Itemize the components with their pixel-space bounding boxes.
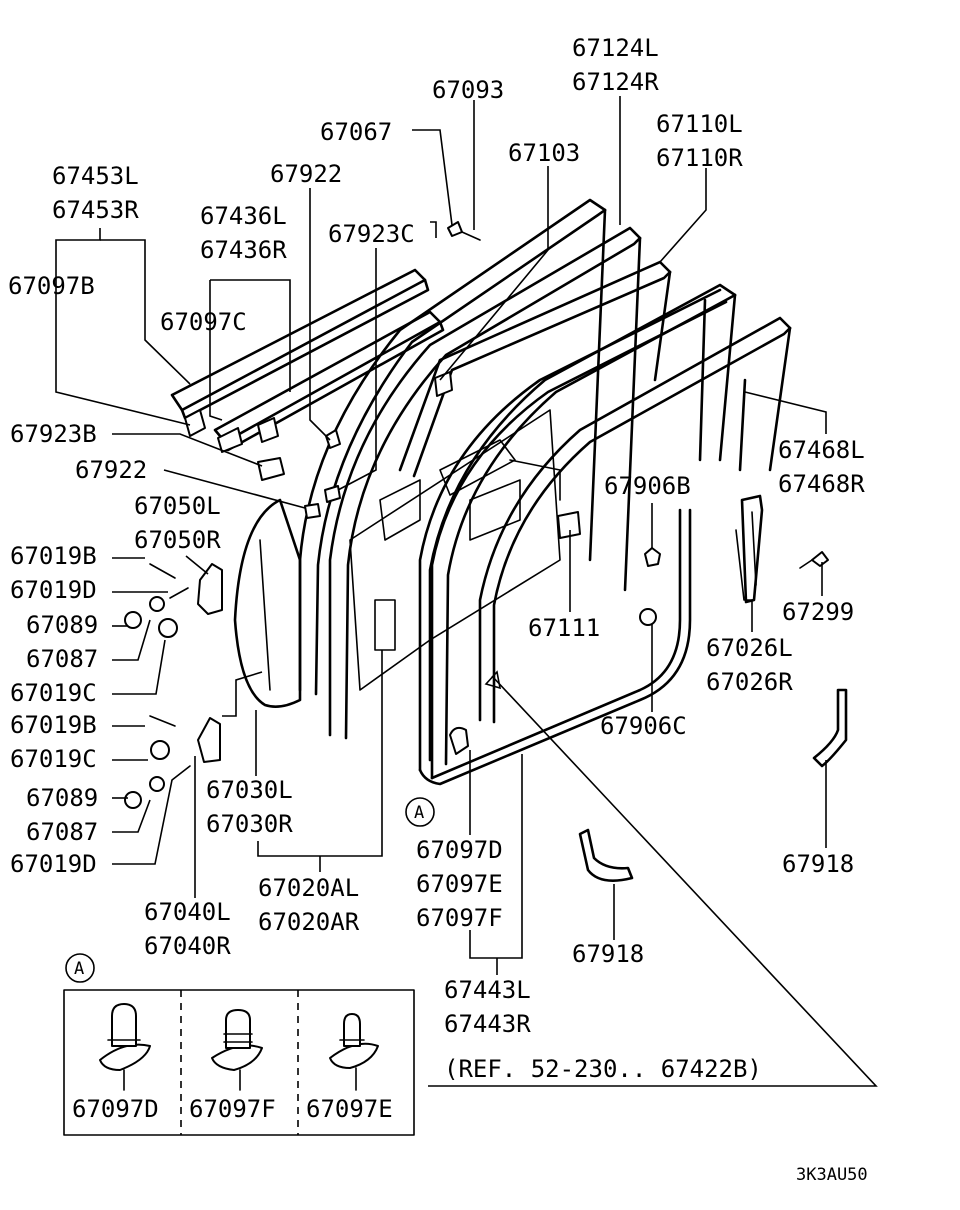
label-67906B: 67906B	[604, 472, 691, 500]
label-67019B-upper: 67019B	[10, 542, 97, 570]
inset-detail-a: A 67097D 67097F 67097E	[63, 953, 415, 1136]
label-67040L: 67040L	[144, 898, 231, 926]
label-67089-upper: 67089	[26, 611, 98, 639]
inset-label-67097E: 67097E	[306, 1095, 393, 1123]
label-67468L: 67468L	[778, 436, 865, 464]
label-67026L: 67026L	[706, 634, 793, 662]
label-67020AR: 67020AR	[258, 908, 360, 936]
label-67067: 67067	[320, 118, 392, 146]
door-assembly-drawing	[124, 198, 848, 882]
label-67906C: 67906C	[600, 712, 687, 740]
label-67124L: 67124L	[572, 34, 659, 62]
label-67918-right: 67918	[782, 850, 854, 878]
clip-67097E-drawing	[329, 1013, 379, 1091]
inset-marker-text: A	[74, 959, 84, 979]
reference-note: (REF. 52-230.. 67422B)	[444, 1055, 762, 1083]
label-67087-upper: 67087	[26, 645, 98, 673]
inset-box	[63, 989, 415, 1136]
label-67097F: 67097F	[416, 904, 503, 932]
label-67436R: 67436R	[200, 236, 287, 264]
label-67030R: 67030R	[206, 810, 293, 838]
label-67436L: 67436L	[200, 202, 287, 230]
small-clips	[257, 371, 581, 539]
label-67922-mid: 67922	[75, 456, 147, 484]
label-67124R: 67124R	[572, 68, 659, 96]
diagram-code: 3K3AU50	[796, 1165, 868, 1185]
inset-label-67097D: 67097D	[72, 1095, 159, 1123]
label-67922-top: 67922	[270, 160, 342, 188]
glass-run-strips	[170, 268, 445, 453]
window-regulator	[735, 494, 764, 604]
label-67468R: 67468R	[778, 470, 865, 498]
label-67453R: 67453R	[52, 196, 139, 224]
leader-lines	[55, 96, 878, 1087]
pillar-trim-pieces	[578, 688, 848, 882]
clip-67097D-drawing	[99, 1003, 151, 1091]
label-67020AL: 67020AL	[258, 874, 359, 902]
label-67019D-lower: 67019D	[10, 850, 97, 878]
label-67019C-upper: 67019C	[10, 679, 97, 707]
clip-67097F-drawing	[211, 1009, 263, 1091]
detail-marker-a-text: A	[414, 803, 424, 823]
label-67097D: 67097D	[416, 836, 503, 864]
label-67089-lower: 67089	[26, 784, 98, 812]
label-67923B: 67923B	[10, 420, 97, 448]
detail-marker-a: A	[405, 797, 435, 827]
label-67050R: 67050R	[134, 526, 221, 554]
label-67019B-lower: 67019B	[10, 711, 97, 739]
label-67087-lower: 67087	[26, 818, 98, 846]
label-67097C: 67097C	[160, 308, 247, 336]
window-sash-frames	[298, 198, 792, 766]
label-67443L: 67443L	[444, 976, 531, 1004]
door-hinges	[124, 563, 223, 809]
label-67443R: 67443R	[444, 1010, 531, 1038]
label-67040R: 67040R	[144, 932, 231, 960]
label-67111: 67111	[528, 614, 600, 642]
inset-label-67097F: 67097F	[189, 1095, 276, 1123]
label-67050L: 67050L	[134, 492, 221, 520]
label-67019D-upper: 67019D	[10, 576, 97, 604]
label-67030L: 67030L	[206, 776, 293, 804]
label-67097E: 67097E	[416, 870, 503, 898]
part-labels: 67124L 67124R 67093 67110L 67110R 67067 …	[8, 34, 868, 1185]
label-67453L: 67453L	[52, 162, 139, 190]
door-inner-panel	[233, 409, 561, 708]
label-67093: 67093	[432, 76, 504, 104]
label-67103: 67103	[508, 139, 580, 167]
door-weatherstrip	[418, 288, 728, 786]
label-67097B: 67097B	[8, 272, 95, 300]
label-67918-center: 67918	[572, 940, 644, 968]
label-67019C-lower: 67019C	[10, 745, 97, 773]
label-67923C: 67923C	[328, 220, 415, 248]
fasteners	[447, 221, 829, 755]
label-67026R: 67026R	[706, 668, 793, 696]
label-67110R: 67110R	[656, 144, 743, 172]
label-67110L: 67110L	[656, 110, 743, 138]
label-67299: 67299	[782, 598, 854, 626]
